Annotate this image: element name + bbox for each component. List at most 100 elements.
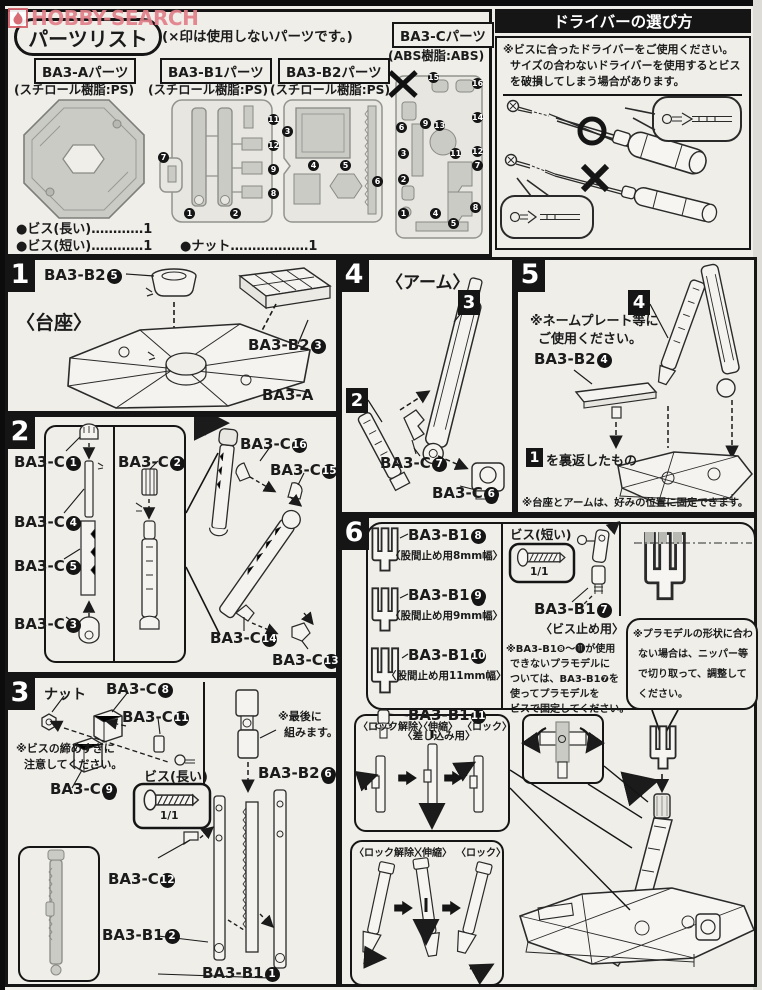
callout-number: 2 — [346, 388, 368, 413]
sprue-b1-illustration: 7 11 12 9 8 1 2 — [158, 96, 284, 226]
group-label-ba3-b2: BA3-B2パーツ — [278, 58, 390, 84]
sprue-number: 7 — [158, 152, 169, 163]
nipper-note-bubble: ※プラモデルの形状に合わ ない場合は、ニッパー等 で切り取って、調整して くださ… — [626, 618, 758, 710]
sprue-number: 6 — [396, 122, 407, 133]
sprue-number: 2 — [398, 174, 409, 185]
b17-note-line: ビスで固定してください。 — [510, 704, 630, 715]
step-2-subbox — [44, 425, 186, 663]
driver-warning-line: サイズの合わないドライバーを使用するとビス — [510, 59, 741, 72]
usage-note: (×印は使用しないパーツです。) — [162, 29, 353, 45]
finished-rod-box — [18, 846, 100, 982]
nameplate-note-line: ※ネームプレート等に — [530, 314, 659, 329]
part-label: BA3-A — [262, 386, 314, 404]
ng-mark-cross — [580, 163, 610, 193]
fork-use-label: 〈差し込み用〉 — [402, 730, 476, 742]
divider — [503, 94, 742, 96]
lock-cycle-label: 〈ロック〉 — [456, 848, 506, 859]
sprue-number: 4 — [308, 160, 319, 171]
step-ref-number: 1 — [526, 448, 543, 467]
step-6-subbox — [366, 522, 756, 710]
sprue-number: 12 — [472, 146, 484, 157]
lock-cycle-label: 〈ロック〉 — [462, 722, 512, 733]
watermark-logo: HOBBY-SEARCH — [8, 6, 199, 30]
parts-list-title: パーツリスト — [14, 18, 162, 56]
nipper-note-line: ※プラモデルの形状に合わ — [633, 629, 753, 640]
sprue-number: 7 — [472, 160, 483, 171]
step-number: 3 — [5, 675, 35, 710]
step-4-panel: 4 〈アーム〉 3 2 — [339, 257, 515, 515]
sprue-b1-drawing — [159, 99, 273, 223]
b17-note-line: できないプラモデルに — [510, 659, 610, 670]
step-2-panel: 2 — [5, 414, 339, 675]
hardware-row: ●ビス(短い)…………1 — [16, 239, 153, 254]
part-label: BA3-C11 — [122, 708, 189, 726]
driver-guide-panel: ドライバーの選び方 ※ビスに合ったドライバーをご使用ください。 サイズの合わない… — [492, 9, 757, 257]
nut-label: ナット — [44, 687, 86, 703]
sprue-number: 2 — [230, 208, 241, 219]
material-ba3-b1: (スチロール樹脂:PS) — [148, 83, 269, 97]
sprue-b2-drawing — [283, 99, 383, 223]
group-label-ba3-a: BA3-Aパーツ — [34, 58, 137, 84]
driver-warning-line: を破損してしまう場合があります。 — [510, 75, 685, 88]
callout-number: 3 — [458, 290, 480, 315]
assemble-last-line: 組みます。 — [284, 726, 338, 739]
scan-edge-left — [0, 0, 5, 990]
sprue-number: 1 — [398, 208, 409, 219]
fork-use-label: 〈股間止め用9mm幅〉 — [390, 610, 504, 622]
sprue-number: 13 — [434, 120, 446, 131]
sprue-number: 11 — [268, 114, 280, 125]
step-1-drawing — [67, 267, 332, 409]
step-4-caption: 〈アーム〉 — [386, 273, 470, 293]
screw-short-label: ビス(短い) — [510, 527, 572, 542]
step-3-panel: 3 ナット — [5, 675, 339, 987]
driver-warning-line: ※ビスに合ったドライバーをご使用ください。 — [503, 43, 734, 56]
step-number: 5 — [515, 257, 545, 292]
vis-use-label: 〈ビス止め用〉 — [540, 622, 625, 636]
part-label: BA3-B111 — [408, 706, 486, 724]
step-6-panel: 6 — [339, 515, 758, 987]
step-2-drawing — [63, 417, 314, 661]
screw-long-label: ビス(長い) — [144, 770, 208, 785]
sprue-c-drawing — [388, 70, 483, 239]
sprue-number: 14 — [472, 112, 484, 123]
nipper-note-line: ください。 — [638, 689, 688, 700]
sprue-number: 8 — [470, 202, 481, 213]
flip-note: を裏返したもの — [546, 454, 638, 469]
step-number: 2 — [5, 414, 35, 449]
sprue-a-illustration — [20, 96, 148, 222]
material-ba3-c: (ABS樹脂:ABS) — [388, 49, 485, 63]
part-label: BA3-C13 — [272, 651, 339, 669]
assemble-last-line: ※最後に — [278, 710, 322, 723]
sprue-number: 15 — [428, 72, 440, 83]
step-6-drawing — [354, 521, 754, 984]
step-4-drawing — [357, 277, 505, 500]
step-1-caption: 〈台座〉 — [16, 312, 93, 334]
part-label: BA3-C15 — [270, 461, 337, 479]
driver-illustration — [500, 96, 742, 239]
fork-use-label: 〈股間止め用11mm幅〉 — [386, 670, 507, 682]
octagon-plate-drawing — [23, 99, 145, 219]
flame-icon — [8, 8, 28, 28]
sprue-number: 4 — [430, 208, 441, 219]
material-ba3-b2: (スチロール樹脂:PS) — [270, 83, 391, 97]
scale-label: 1/1 — [530, 566, 549, 578]
sprue-number: 3 — [282, 126, 293, 137]
group-label-ba3-b1: BA3-B1パーツ — [160, 58, 272, 84]
fork-use-label: 〈股間止め用8mm幅〉 — [390, 550, 504, 562]
b17-note-line: ついては、BA3-B1❼を — [510, 674, 620, 685]
